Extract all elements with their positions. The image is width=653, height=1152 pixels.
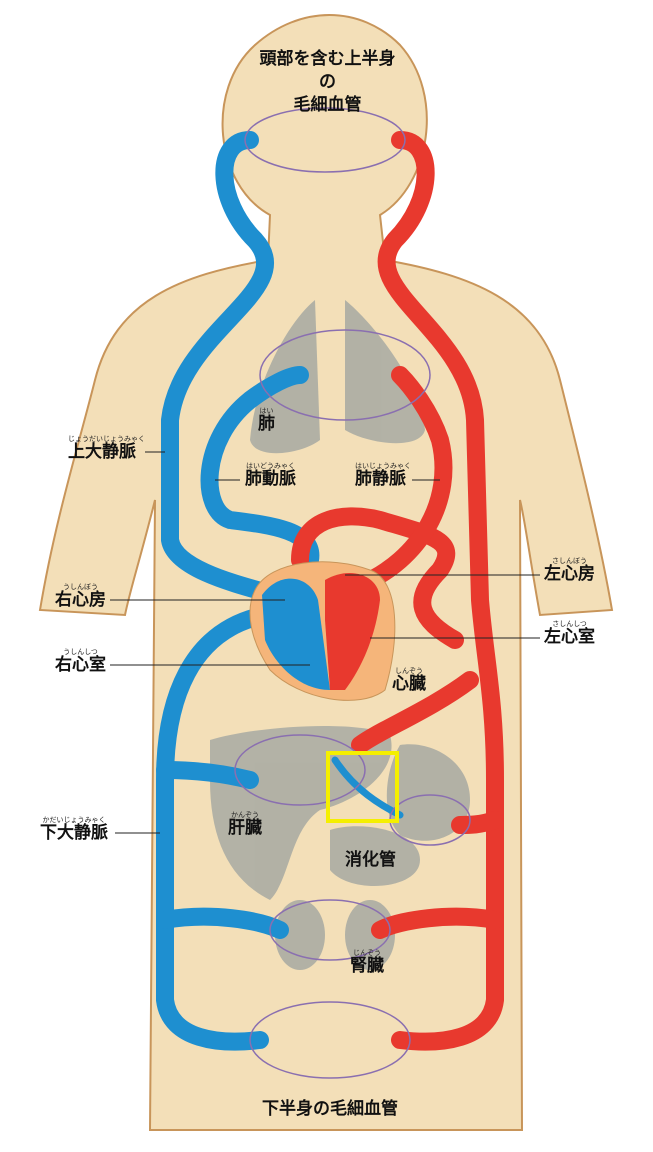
head-vein <box>161 131 284 604</box>
ruby: しんぞう <box>395 667 423 675</box>
leader-lines <box>110 451 540 834</box>
left-kidney <box>275 900 325 970</box>
label-pulmonary-vein: はいじょうみゃく肺静脈 <box>355 463 411 488</box>
arteries <box>291 131 504 1051</box>
text: 肺動脈 <box>245 469 296 489</box>
liver-artery <box>351 671 479 754</box>
label-kidney: じんぞう腎臓 <box>350 950 384 975</box>
veins <box>156 131 404 1051</box>
liver-vein <box>156 761 259 789</box>
text: 上大静脈 <box>68 442 136 462</box>
ruby: うしんしつ <box>63 648 98 656</box>
ruby: さしんしつ <box>552 620 587 628</box>
text: 肺 <box>258 414 275 434</box>
title-line-2: 毛細血管 <box>293 94 362 115</box>
kidney-artery <box>371 907 504 939</box>
lower-capillaries-title: 下半身の毛細血管 <box>262 1099 398 1119</box>
right-kidney <box>345 900 395 970</box>
title-line-1: 頭部を含む上半身の <box>259 49 396 92</box>
pulmonary-artery <box>200 366 320 569</box>
ruby: うしんぼう <box>63 583 98 591</box>
text: 右心室 <box>55 655 106 675</box>
portal-vein <box>331 756 404 819</box>
head-capillaries <box>244 107 406 173</box>
text: 左心房 <box>544 564 595 584</box>
head-artery <box>377 131 504 1051</box>
text: 腎臓 <box>350 956 384 976</box>
aorta <box>291 507 464 649</box>
gut-artery <box>451 811 504 834</box>
label-left-ventricle: さしんしつ左心室 <box>544 621 595 646</box>
stomach <box>386 744 470 841</box>
ruby: はい <box>259 407 274 415</box>
label-superior-vena-cava: じょうだいじょうみゃく上大静脈 <box>68 436 145 461</box>
ruby: じょうだいじょうみゃく <box>68 435 145 443</box>
liver-capillaries <box>234 734 366 806</box>
text: 左心室 <box>544 627 595 647</box>
text: 下大静脈 <box>40 823 108 843</box>
lower-capillaries <box>249 1001 411 1079</box>
label-right-ventricle: うしんしつ右心室 <box>55 649 106 674</box>
ruby: はいじょうみゃく <box>355 462 411 470</box>
ruby: じんぞう <box>353 949 381 957</box>
text: 肺静脈 <box>355 469 406 489</box>
label-digestive-tract: 消化管 <box>345 852 396 869</box>
label-pulmonary-artery: はいどうみゃく肺動脈 <box>245 463 296 488</box>
label-inferior-vena-cava: かだいじょうみゃく下大静脈 <box>40 817 108 842</box>
text: 消化管 <box>345 850 396 870</box>
kidney-vein <box>156 907 289 939</box>
heart <box>249 561 396 701</box>
lung-capillaries <box>259 329 431 421</box>
right-heart <box>262 578 330 690</box>
intestine <box>330 826 420 887</box>
ruby: はいどうみゃく <box>246 462 295 470</box>
text: 肝臓 <box>228 818 262 838</box>
ruby: かんぞう <box>231 811 259 819</box>
highlight-box <box>326 751 399 823</box>
label-heart: しんぞう心臓 <box>392 668 426 693</box>
left-heart <box>325 572 380 690</box>
label-liver: かんぞう肝臓 <box>228 812 262 837</box>
kidney-capillaries <box>269 899 391 961</box>
text: 右心房 <box>55 590 106 610</box>
label-right-atrium: うしんぼう右心房 <box>55 584 106 609</box>
ruby: さしんぼう <box>552 557 587 565</box>
ruby: かだいじょうみゃく <box>42 816 106 824</box>
text: 心臓 <box>392 674 426 694</box>
upper-capillaries-title: 頭部を含む上半身の 毛細血管 <box>255 48 400 117</box>
pulmonary-vein <box>351 366 453 594</box>
label-left-atrium: さしんぼう左心房 <box>544 558 595 583</box>
label-lung: はい肺 <box>258 408 275 433</box>
